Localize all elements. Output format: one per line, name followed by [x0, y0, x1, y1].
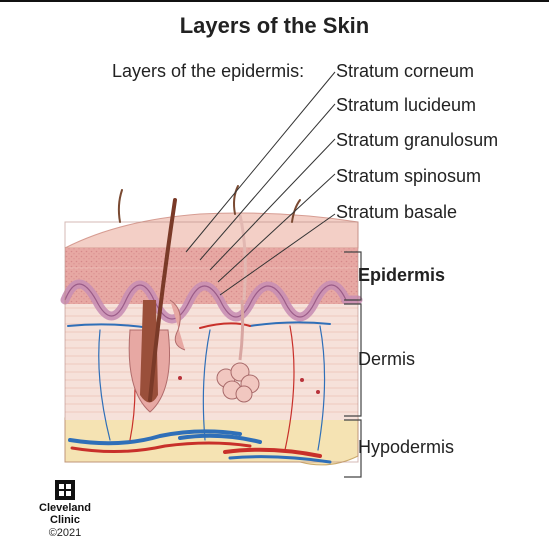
label-stratum-corneum: Stratum corneum: [336, 61, 475, 81]
capillaries: [178, 376, 320, 394]
diagram-title: Layers of the Skin: [179, 13, 370, 38]
label-epidermis: Epidermis: [358, 265, 446, 285]
epidermis-layers-heading: Layers of the epidermis:: [112, 61, 305, 81]
logo-name-line1: Cleveland: [39, 502, 91, 514]
label-stratum-lucideum: Stratum lucideum: [336, 95, 477, 115]
hair-follicle: [128, 198, 186, 413]
layer-brackets: [344, 251, 362, 478]
blood-vessels: [67, 321, 332, 464]
logo-name-line2: Clinic: [50, 514, 80, 526]
sweat-gland: [216, 214, 260, 403]
surface-hairs: [117, 185, 301, 223]
label-stratum-basale: Stratum basale: [336, 202, 458, 222]
hair-shaft: [148, 198, 177, 402]
cleveland-clinic-logo: Cleveland Clinic ©2021: [30, 480, 100, 540]
label-dermis: Dermis: [358, 349, 415, 369]
logo-copyright: ©2021: [48, 527, 82, 539]
label-stratum-spinosum: Stratum spinosum: [336, 166, 482, 186]
dermis-texture: [65, 305, 358, 417]
label-stratum-granulosum: Stratum granulosum: [336, 130, 499, 150]
label-hypodermis: Hypodermis: [358, 437, 455, 457]
top-border: [0, 0, 549, 2]
epidermis-surface: [64, 212, 359, 249]
cleveland-clinic-mark-icon: [55, 480, 75, 500]
label-leader-lines: [185, 71, 336, 296]
block-outline: [64, 221, 359, 463]
